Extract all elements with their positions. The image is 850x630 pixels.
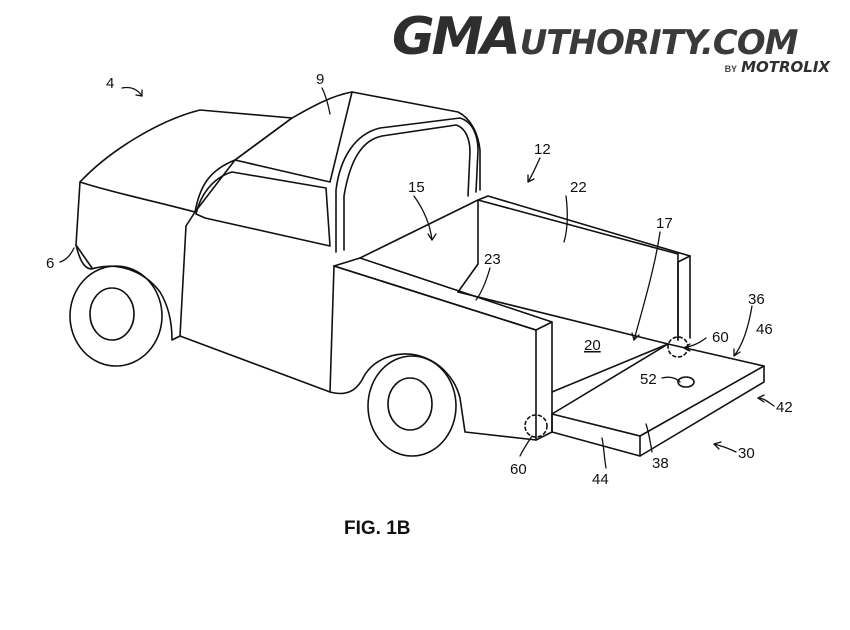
rear-wheel [367,355,457,457]
leader-lines [59,86,775,469]
ref-60-bottom: 60 [510,461,527,478]
figure-caption: FIG. 1B [344,518,411,539]
ref-36: 36 [748,291,765,308]
ref-42: 42 [776,399,793,416]
ref-60-top: 60 [712,329,729,346]
ref-30: 30 [738,445,755,462]
ref-6: 6 [46,255,54,272]
ref-46: 46 [756,321,773,338]
ref-17: 17 [656,215,673,232]
ref-12: 12 [534,141,551,158]
ref-4: 4 [106,75,114,92]
logo-rest: UTHORITY.COM [519,23,799,63]
ref-38: 38 [652,455,669,472]
ref-15: 15 [408,179,425,196]
ref-22: 22 [570,179,587,196]
logo-gm: GM [392,7,483,67]
reference-numerals: 4 9 6 12 15 22 17 23 20 36 46 60 52 42 3… [46,71,793,488]
ref-20: 20 [584,337,601,354]
cargo-tray [524,336,765,457]
ref-52: 52 [640,371,657,388]
logo-a: A [480,7,520,67]
ref-9: 9 [316,71,324,88]
logo-by: BY [724,64,738,74]
logo-wordmark: GMAUTHORITY.COM [392,11,799,66]
logo-brand: MOTROLIX [741,58,830,76]
ref-44: 44 [592,471,609,488]
front-wheel [69,265,163,367]
ref-23: 23 [484,251,501,268]
truck-body [75,91,537,441]
